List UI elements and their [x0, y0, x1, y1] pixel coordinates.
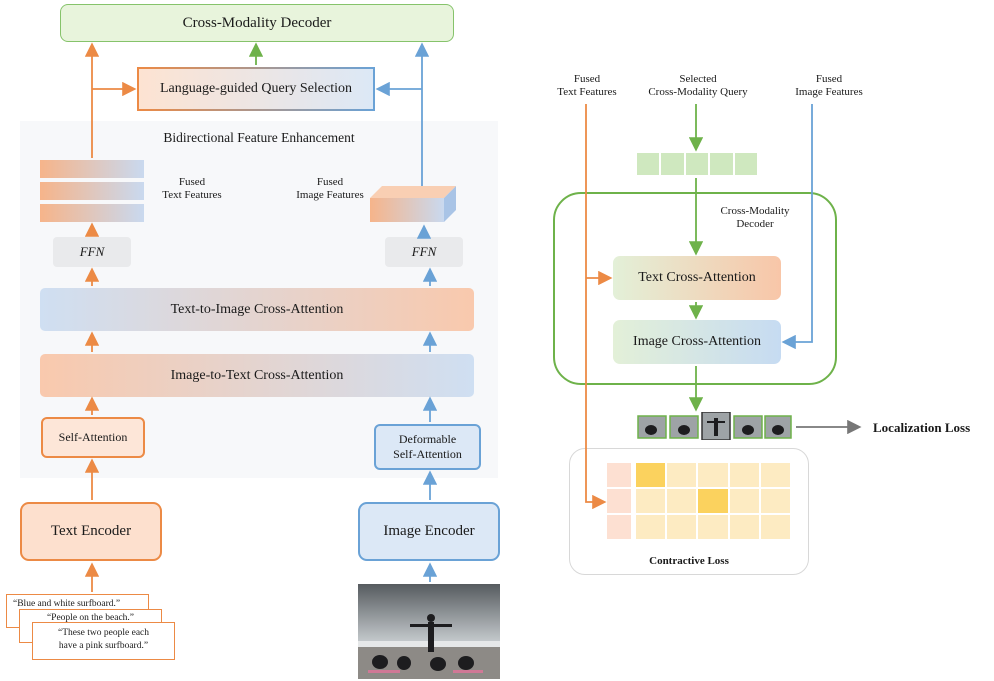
image-cross-label: Image Cross-Attention	[633, 334, 761, 349]
localization-loss-label: Localization Loss	[873, 420, 971, 435]
self-attention-label: Self-Attention	[58, 430, 128, 444]
contrastive-grid	[636, 463, 790, 539]
image-encoder-label: Image Encoder	[383, 523, 475, 539]
ffn-box-text: FFN	[53, 237, 131, 267]
ffn-label: FFN	[79, 244, 105, 259]
self-attention-box: Self-Attention	[41, 417, 145, 458]
text-cross-attention-box: Text Cross-Attention	[613, 256, 781, 300]
text-cross-label: Text Cross-Attention	[638, 270, 756, 285]
ffn-label: FFN	[411, 244, 437, 259]
decoder-label: Cross-Modality Decoder	[182, 14, 332, 31]
fused-image-block	[370, 186, 456, 222]
ffn-box-image: FFN	[385, 237, 463, 267]
text-encoder-label: Text Encoder	[50, 523, 132, 539]
image-encoder-box: Image Encoder	[358, 502, 500, 561]
query-selection-box: Language-guided Query Selection	[137, 67, 375, 111]
detection-thumbnails	[637, 411, 793, 441]
i2t-label: Image-to-Text Cross-Attention	[170, 367, 344, 383]
beach-photo	[358, 584, 500, 679]
fused-text-stack	[40, 160, 150, 222]
cross-modality-decoder-box: Cross-Modality Decoder	[60, 4, 454, 42]
text-to-image-attention-box: Text-to-Image Cross-Attention	[40, 288, 474, 331]
right-decoder-frame	[553, 192, 837, 385]
contrastive-loss-label: Contractive Loss	[649, 555, 729, 567]
t2i-label: Text-to-Image Cross-Attention	[170, 301, 344, 317]
image-cross-attention-box: Image Cross-Attention	[613, 320, 781, 364]
query-cells	[636, 152, 759, 176]
query-selection-label: Language-guided Query Selection	[159, 81, 353, 96]
image-to-text-attention-box: Image-to-Text Cross-Attention	[40, 354, 474, 397]
text-encoder-box: Text Encoder	[20, 502, 162, 561]
enhancement-title: Bidirectional Feature Enhancement	[163, 129, 355, 145]
contrastive-rows	[607, 463, 631, 539]
